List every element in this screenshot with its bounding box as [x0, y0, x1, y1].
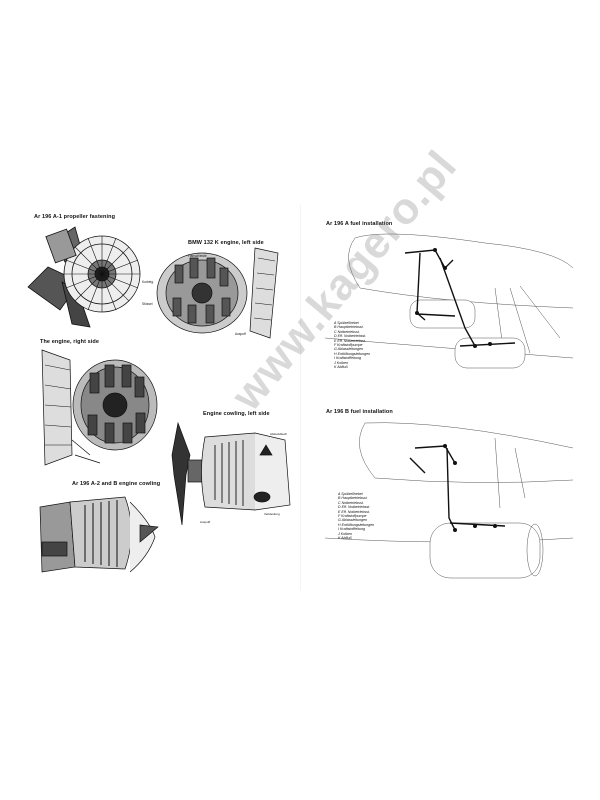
legend-b-item: K Abfluß	[338, 536, 352, 541]
legend-b-item: F Kraftstoffpumpe	[338, 514, 367, 519]
svg-text:Verkleidung: Verkleidung	[264, 512, 280, 516]
propeller-fastening-drawing	[27, 226, 141, 328]
caption-propeller-fastening: Ar 196 A-1 propeller fastening	[34, 214, 116, 220]
legend-a-item: I Kraftstoffleitung	[334, 356, 361, 361]
svg-text:Stössel: Stössel	[142, 302, 153, 306]
caption-engine-left-side: BMW 132 K engine, left side	[188, 240, 264, 246]
caption-fuel-installation-b: Ar 196 B fuel installation	[326, 409, 393, 415]
legend-b-item: H Entlüftungsleitungen	[338, 522, 375, 527]
svg-text:Kurbelg.: Kurbelg.	[142, 280, 154, 284]
svg-text:Auspuff: Auspuff	[200, 520, 210, 524]
legend-a-item: H Entlüftungsleitungen	[334, 351, 371, 356]
legend-a-item: A Spülzellhebel	[334, 321, 359, 325]
caption-fuel-installation-a: Ar 196 A fuel installation	[326, 221, 393, 227]
legend-a-item: F Kraftstoffpumpe	[334, 343, 363, 348]
engine-right-side-drawing	[41, 349, 158, 466]
legend-a-item: J Kolben	[334, 360, 348, 365]
caption-cowling-a2-b: Ar 196 A-2 and B engine cowling	[72, 481, 161, 487]
svg-text:Flanschleiste: Flanschleiste	[188, 254, 207, 258]
legend-b-item: E Eff. Notbetriebsst.	[338, 509, 370, 514]
legend-b-item: D Eff. Notbetriebsst.	[338, 505, 371, 510]
fuel-a-legend: A Spülzellhebel B Hauptbetriebsst. C Not…	[334, 321, 370, 369]
fuel-b-legend: A Spülzellhebel B Hauptbetriebsst. C Not…	[338, 492, 374, 540]
legend-a-item: D Eff. Notbetriebsst.	[334, 334, 367, 339]
fuel-installation-a-drawing	[325, 233, 574, 369]
legend-a-item: K Abfluß	[334, 365, 348, 370]
legend-a-item: B Hauptbetriebsst.	[334, 325, 364, 330]
fuel-installation-b-drawing	[325, 422, 574, 579]
legend-a-item: C Notbetriebsst.	[334, 329, 360, 334]
legend-a-item: E Eff. Notbetriebsst.	[334, 338, 366, 343]
legend-b-item: J Kolben	[338, 531, 352, 536]
caption-cowling-left-side: Engine cowling, left side	[203, 411, 270, 417]
legend-a-item: G Ablassleitungen	[334, 347, 364, 352]
svg-text:Abdeckblech: Abdeckblech	[270, 432, 288, 436]
cowling-a2-b-drawing	[39, 496, 159, 573]
legend-b-item: G Ablassleitungen	[338, 518, 368, 523]
svg-text:Auspuff: Auspuff	[235, 332, 246, 336]
legend-b-item: A Spülzellhebel	[338, 492, 363, 496]
legend-b-item: B Hauptbetriebsst.	[338, 496, 368, 501]
caption-engine-right-side: The engine, right side	[40, 339, 100, 345]
page-gutter	[300, 205, 301, 590]
legend-b-item: C Notbetriebsst.	[338, 500, 364, 505]
legend-b-item: I Kraftstoffleitung	[338, 527, 365, 532]
